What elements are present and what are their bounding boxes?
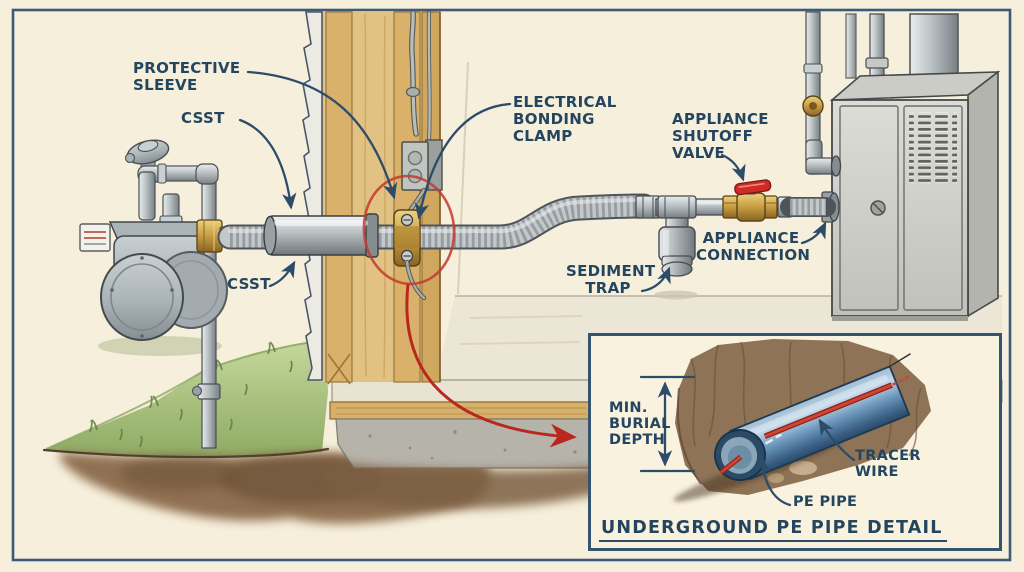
valve-handle — [734, 179, 772, 196]
label-csst-lower: CSST — [227, 275, 271, 293]
gas-meter — [79, 139, 234, 449]
red-highlight-circle — [362, 174, 456, 286]
grass-slope — [45, 336, 328, 458]
meter-regulator — [124, 139, 170, 173]
label-appliance-shutoff-valve: APPLIANCE SHUTOFF VALVE — [672, 110, 769, 162]
csst-tube — [217, 193, 657, 250]
cable-clamp — [405, 86, 421, 98]
leader-shutoff-valve — [720, 153, 746, 182]
burial-depth-dimension — [639, 375, 696, 473]
sill-plate — [329, 401, 593, 420]
grass-soil-boundary — [42, 447, 330, 459]
furnace-gas-riser — [802, 11, 835, 175]
leader-csst-lower — [268, 260, 296, 288]
upper-connection-flange — [830, 155, 842, 177]
meter-body — [100, 221, 228, 341]
label-electrical-bonding-clamp: ELECTRICAL BONDING CLAMP — [513, 93, 617, 145]
trap-shadow — [654, 290, 698, 300]
protective-sleeve-graphic — [263, 213, 379, 258]
siding-edge — [302, 11, 323, 381]
leader-tracer-wire — [818, 418, 856, 462]
label-appliance-connection: APPLIANCE CONNECTION — [696, 229, 811, 264]
inset-artwork — [639, 339, 931, 507]
label-min-burial-depth: MIN. BURIAL DEPTH — [609, 400, 671, 449]
wall-stud — [325, 11, 353, 383]
sediment-trap-graphic — [657, 195, 697, 277]
label-protective-sleeve: PROTECTIVE SLEEVE — [133, 59, 241, 94]
foundation-soil-shadow — [320, 462, 620, 509]
concrete-footing — [335, 418, 593, 469]
furnace-louvers — [909, 112, 957, 184]
flue-duct — [909, 13, 959, 85]
leader-bonding-clamp — [414, 102, 512, 220]
red-callout-arrow — [405, 283, 577, 448]
label-tracer-wire: TRACER WIRE — [855, 448, 921, 481]
furnace-door — [839, 105, 899, 311]
underground-pe-pipe-inset: MIN. BURIAL DEPTH TRACER WIRE PE PIPE UN… — [588, 333, 1002, 551]
x-brace — [327, 353, 351, 385]
gas-pipe-run — [217, 179, 840, 277]
leader-pe-pipe — [755, 455, 792, 507]
label-pe-pipe: PE PIPE — [793, 494, 858, 510]
frame-border — [11, 8, 1012, 562]
leader-csst-upper — [238, 118, 297, 210]
leader-appliance-connection — [800, 221, 827, 245]
label-sediment-trap: SEDIMENT TRAP — [566, 262, 656, 297]
wall-corner-line — [457, 61, 469, 295]
leader-sediment-trap — [640, 266, 671, 293]
inset-title: UNDERGROUND PE PIPE DETAIL — [599, 518, 947, 542]
shutoff-valve-graphic — [722, 179, 778, 222]
meter-piping — [137, 163, 219, 226]
meter-index — [79, 223, 111, 252]
furnace — [802, 11, 1001, 321]
label-csst-upper: CSST — [181, 109, 225, 127]
leader-protective-sleeve — [246, 70, 398, 200]
furnace-side — [967, 70, 999, 318]
vent-pipe — [869, 13, 885, 83]
